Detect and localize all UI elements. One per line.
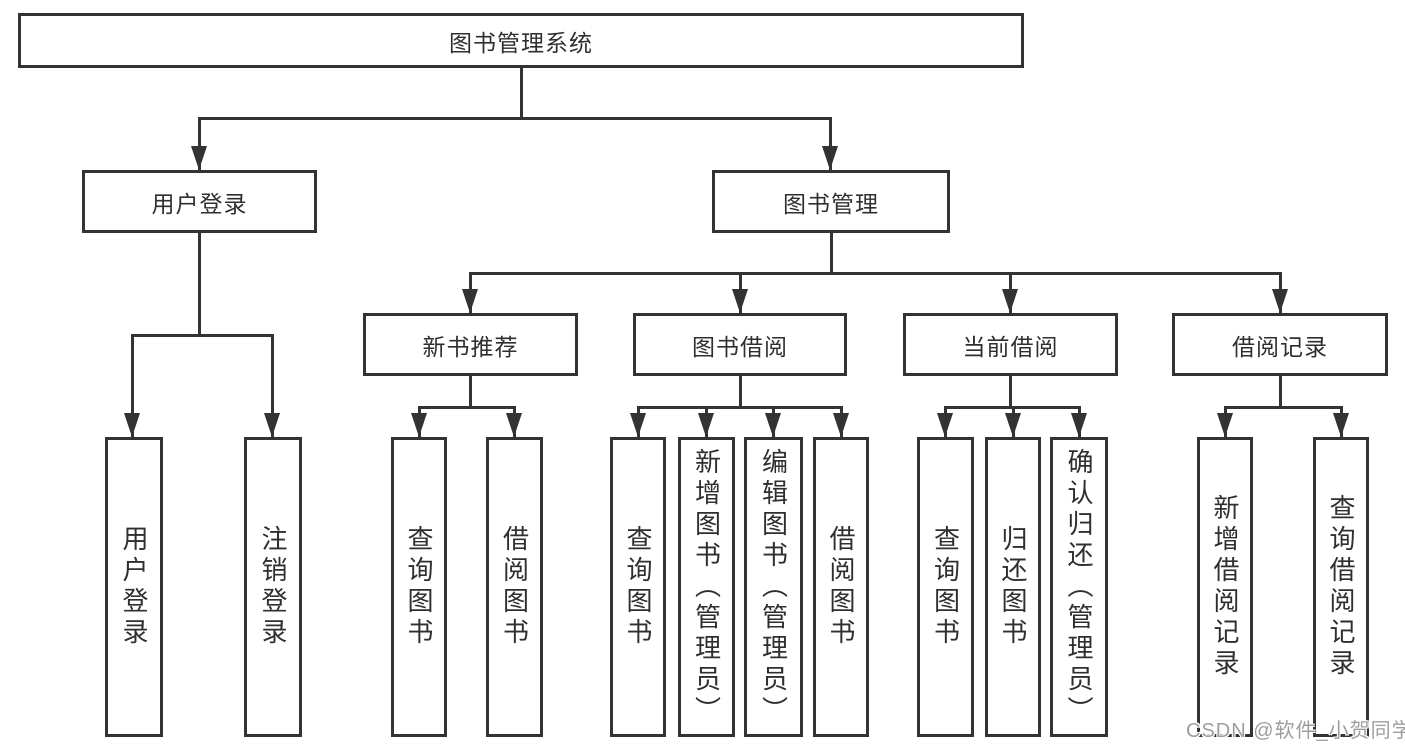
arrow-down-icon (462, 289, 478, 313)
connector-vline (468, 376, 472, 407)
connector-vline (828, 118, 832, 170)
arrow-down-icon (1272, 289, 1288, 313)
connector-vline (829, 233, 833, 273)
arrow-down-icon (1217, 413, 1233, 437)
node-logout-leaf: 注销登录 (244, 437, 302, 737)
node-bw-edit-books-admin: 编辑图书（管理员） (744, 437, 803, 737)
arrow-down-icon (630, 413, 646, 437)
arrow-down-icon (411, 413, 427, 437)
connector-vline (270, 335, 274, 437)
arrow-down-icon (698, 413, 714, 437)
arrow-down-icon (822, 146, 838, 170)
arrow-down-icon (191, 146, 207, 170)
arrow-down-icon (1002, 289, 1018, 313)
connector-vline (1278, 376, 1282, 407)
arrow-down-icon (1071, 413, 1087, 437)
watermark: CSDN @软件_小贺同学 (1186, 720, 1405, 742)
node-book-borrowing: 图书借阅 (633, 313, 847, 376)
connector-vline (519, 68, 523, 118)
arrow-down-icon (124, 413, 140, 437)
connector-hline (417, 405, 516, 409)
node-borrowing-records: 借阅记录 (1172, 313, 1388, 376)
node-cur-confirm-return-admin: 确认归还（管理员） (1050, 437, 1108, 737)
node-nb-query-books: 查询图书 (391, 437, 447, 737)
connector-vline (130, 335, 134, 437)
arrow-down-icon (937, 413, 953, 437)
node-rec-query-borrow-record: 查询借阅记录 (1313, 437, 1369, 737)
node-bw-query-books: 查询图书 (610, 437, 666, 737)
node-cur-return-books: 归还图书 (985, 437, 1041, 737)
connector-hline (636, 405, 843, 409)
arrow-down-icon (765, 413, 781, 437)
arrow-down-icon (1333, 413, 1349, 437)
node-current-borrowing: 当前借阅 (903, 313, 1118, 376)
arrow-down-icon (732, 289, 748, 313)
node-rec-add-borrow-record: 新增借阅记录 (1197, 437, 1253, 737)
node-nb-borrow-books: 借阅图书 (486, 437, 543, 737)
connector-vline (1008, 376, 1012, 407)
node-library-management-system: 图书管理系统 (18, 13, 1024, 68)
connector-vline (197, 233, 201, 335)
node-user-login: 用户登录 (82, 170, 317, 233)
connector-hline (468, 271, 1282, 275)
node-user-login-leaf: 用户登录 (105, 437, 163, 737)
arrow-down-icon (264, 413, 280, 437)
node-bw-borrow-books: 借阅图书 (813, 437, 869, 737)
arrow-down-icon (833, 413, 849, 437)
connector-hline (197, 116, 832, 120)
connector-vline (738, 376, 742, 407)
arrow-down-icon (1005, 413, 1021, 437)
node-cur-query-books: 查询图书 (917, 437, 974, 737)
node-bw-add-books-admin: 新增图书（管理员） (678, 437, 735, 737)
node-new-book-recommendation: 新书推荐 (363, 313, 578, 376)
arrow-down-icon (506, 413, 522, 437)
connector-hline (130, 333, 274, 337)
connector-hline (1223, 405, 1343, 409)
node-book-management: 图书管理 (712, 170, 950, 233)
connector-vline (197, 118, 201, 170)
